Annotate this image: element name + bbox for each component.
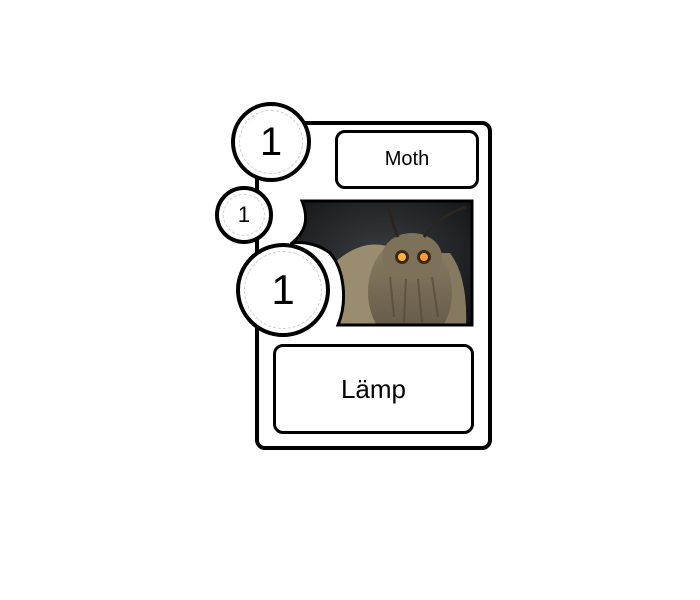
card-description-box: Lämp [273,344,474,434]
card-name-box: Moth [335,130,479,189]
small-stat-circle: 1 [215,186,273,244]
small-stat-value: 1 [237,202,251,227]
cost-circle: 1 [231,102,311,182]
cost-value: 1 [259,119,283,164]
card-name: Moth [384,148,430,170]
big-stat-circle: 1 [236,243,330,337]
card-description: Lämp [340,373,407,404]
big-stat-value: 1 [271,266,295,313]
